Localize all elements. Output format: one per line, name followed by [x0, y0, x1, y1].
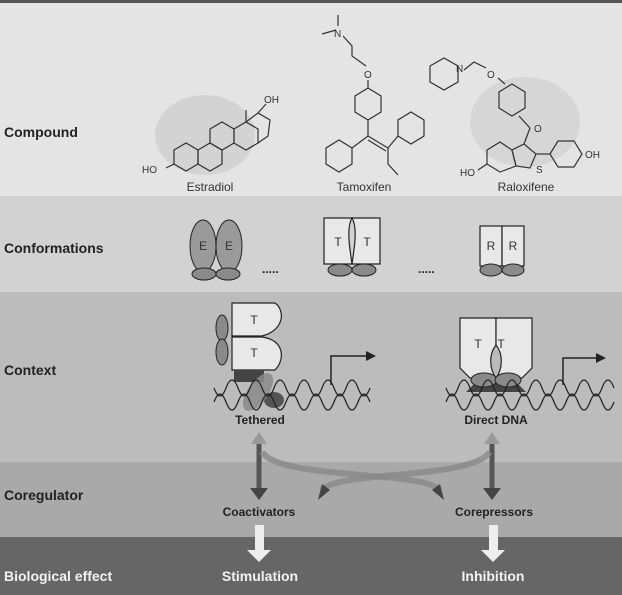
compound-name-estradiol: Estradiol — [187, 180, 234, 194]
effect-arrow-stimulation — [247, 525, 271, 562]
transcription-arrow-icon — [366, 351, 376, 361]
raloxifene-atom-oh: OH — [585, 150, 600, 161]
row-label-context: Context — [4, 362, 56, 378]
raloxifene-atom-ho: HO — [460, 168, 475, 179]
separator-dots-1: ..... — [262, 262, 279, 276]
tethered-label-t2: T — [250, 346, 258, 360]
raloxifene-atom-o: O — [487, 70, 495, 81]
conformation-label-r2: R — [509, 239, 518, 253]
conformation-raloxifene: R R — [479, 225, 525, 277]
row-label-conformations: Conformations — [4, 240, 104, 256]
separator-dots-2: ..... — [418, 262, 435, 276]
conformation-tamoxifen: T T — [323, 217, 381, 277]
coregulator-corepressors: Corepressors — [455, 505, 533, 519]
tethered-label-t1: T — [250, 313, 258, 327]
conformation-label-r1: R — [487, 239, 496, 253]
row-label-coregulator: Coregulator — [4, 487, 84, 503]
tethered-complex: T T — [213, 302, 376, 411]
conformation-label-e2: E — [225, 239, 233, 253]
compound-name-tamoxifen: Tamoxifen — [337, 180, 392, 194]
context-label-direct-dna: Direct DNA — [464, 413, 528, 427]
conformation-estradiol: E E — [189, 219, 243, 281]
coregulator-coactivators: Coactivators — [223, 505, 296, 519]
raloxifene-atom-carbonyl-o: O — [534, 124, 542, 135]
raloxifene-structure: N O O HO S OH — [429, 57, 600, 179]
estradiol-atom-oh: OH — [264, 95, 279, 106]
raloxifene-atom-n: N — [456, 64, 463, 75]
raloxifene-atom-s: S — [536, 165, 543, 176]
context-label-tethered: Tethered — [235, 413, 285, 427]
band-effect — [0, 537, 622, 595]
compound-name-raloxifene: Raloxifene — [498, 180, 555, 194]
row-label-compound: Compound — [4, 124, 78, 140]
transcription-arrow-icon — [596, 353, 606, 363]
direct-label-t2: T — [497, 337, 505, 351]
conformation-label-t1: T — [334, 235, 342, 249]
direct-dna-complex: T T — [445, 317, 615, 411]
conformation-label-t2: T — [363, 235, 371, 249]
estradiol-atom-ho: HO — [142, 165, 157, 176]
conformation-label-e1: E — [199, 239, 207, 253]
tamoxifen-atom-o: O — [364, 70, 372, 81]
regulation-arrows — [250, 432, 501, 500]
row-label-biological-effect: Biological effect — [4, 568, 112, 584]
tamoxifen-atom-n: N — [334, 29, 341, 40]
effect-stimulation: Stimulation — [222, 568, 298, 584]
tamoxifen-structure: N O — [321, 15, 425, 176]
effect-inhibition: Inhibition — [462, 568, 525, 584]
estradiol-structure: HO OH — [142, 95, 279, 176]
band-coregulator — [0, 462, 622, 537]
direct-label-t1: T — [474, 337, 482, 351]
effect-arrow-inhibition — [481, 525, 505, 562]
